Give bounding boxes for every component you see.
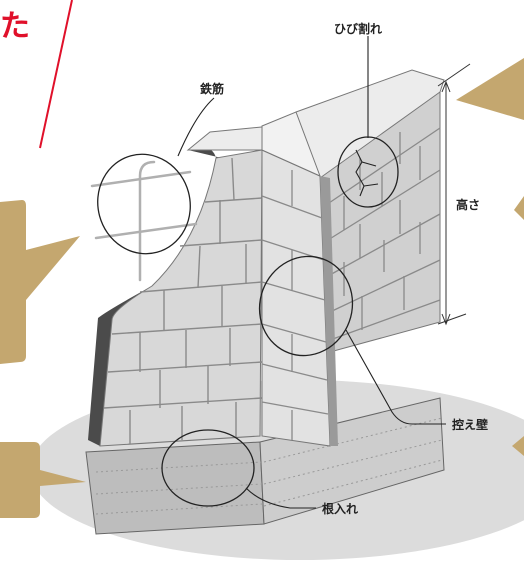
- label-rebar: 鉄筋: [200, 82, 225, 96]
- height-dimension: [437, 63, 471, 326]
- label-height: 高さ: [456, 198, 481, 212]
- buttress-side-shadow: [320, 176, 338, 446]
- label-embedment: 根入れ: [322, 502, 359, 516]
- callout-box-left-lower: [0, 442, 86, 518]
- rebar-lines: [90, 160, 198, 282]
- main-wall-block-joints: [103, 157, 263, 444]
- inspection-circles: [97, 136, 399, 507]
- footing-right: [259, 397, 445, 525]
- corner-red-character: た: [0, 9, 30, 44]
- main-wall-face: [99, 149, 263, 447]
- crack-marks: [355, 149, 379, 197]
- callout-pointer-right-mid: [514, 196, 524, 220]
- leader-lines: [177, 36, 446, 509]
- footing-hatching: [95, 417, 443, 515]
- label-buttress: 控え壁: [452, 418, 489, 432]
- red-diagonal-line: [39, 0, 73, 149]
- label-cracks: ひび割れ: [334, 22, 383, 36]
- footing-left: [85, 441, 265, 535]
- callout-box-left-upper: [0, 200, 80, 364]
- callout-pointer-right-top: [456, 58, 524, 120]
- main-wall-cap-top: [186, 125, 273, 151]
- callout-pointer-right-low: [512, 436, 524, 456]
